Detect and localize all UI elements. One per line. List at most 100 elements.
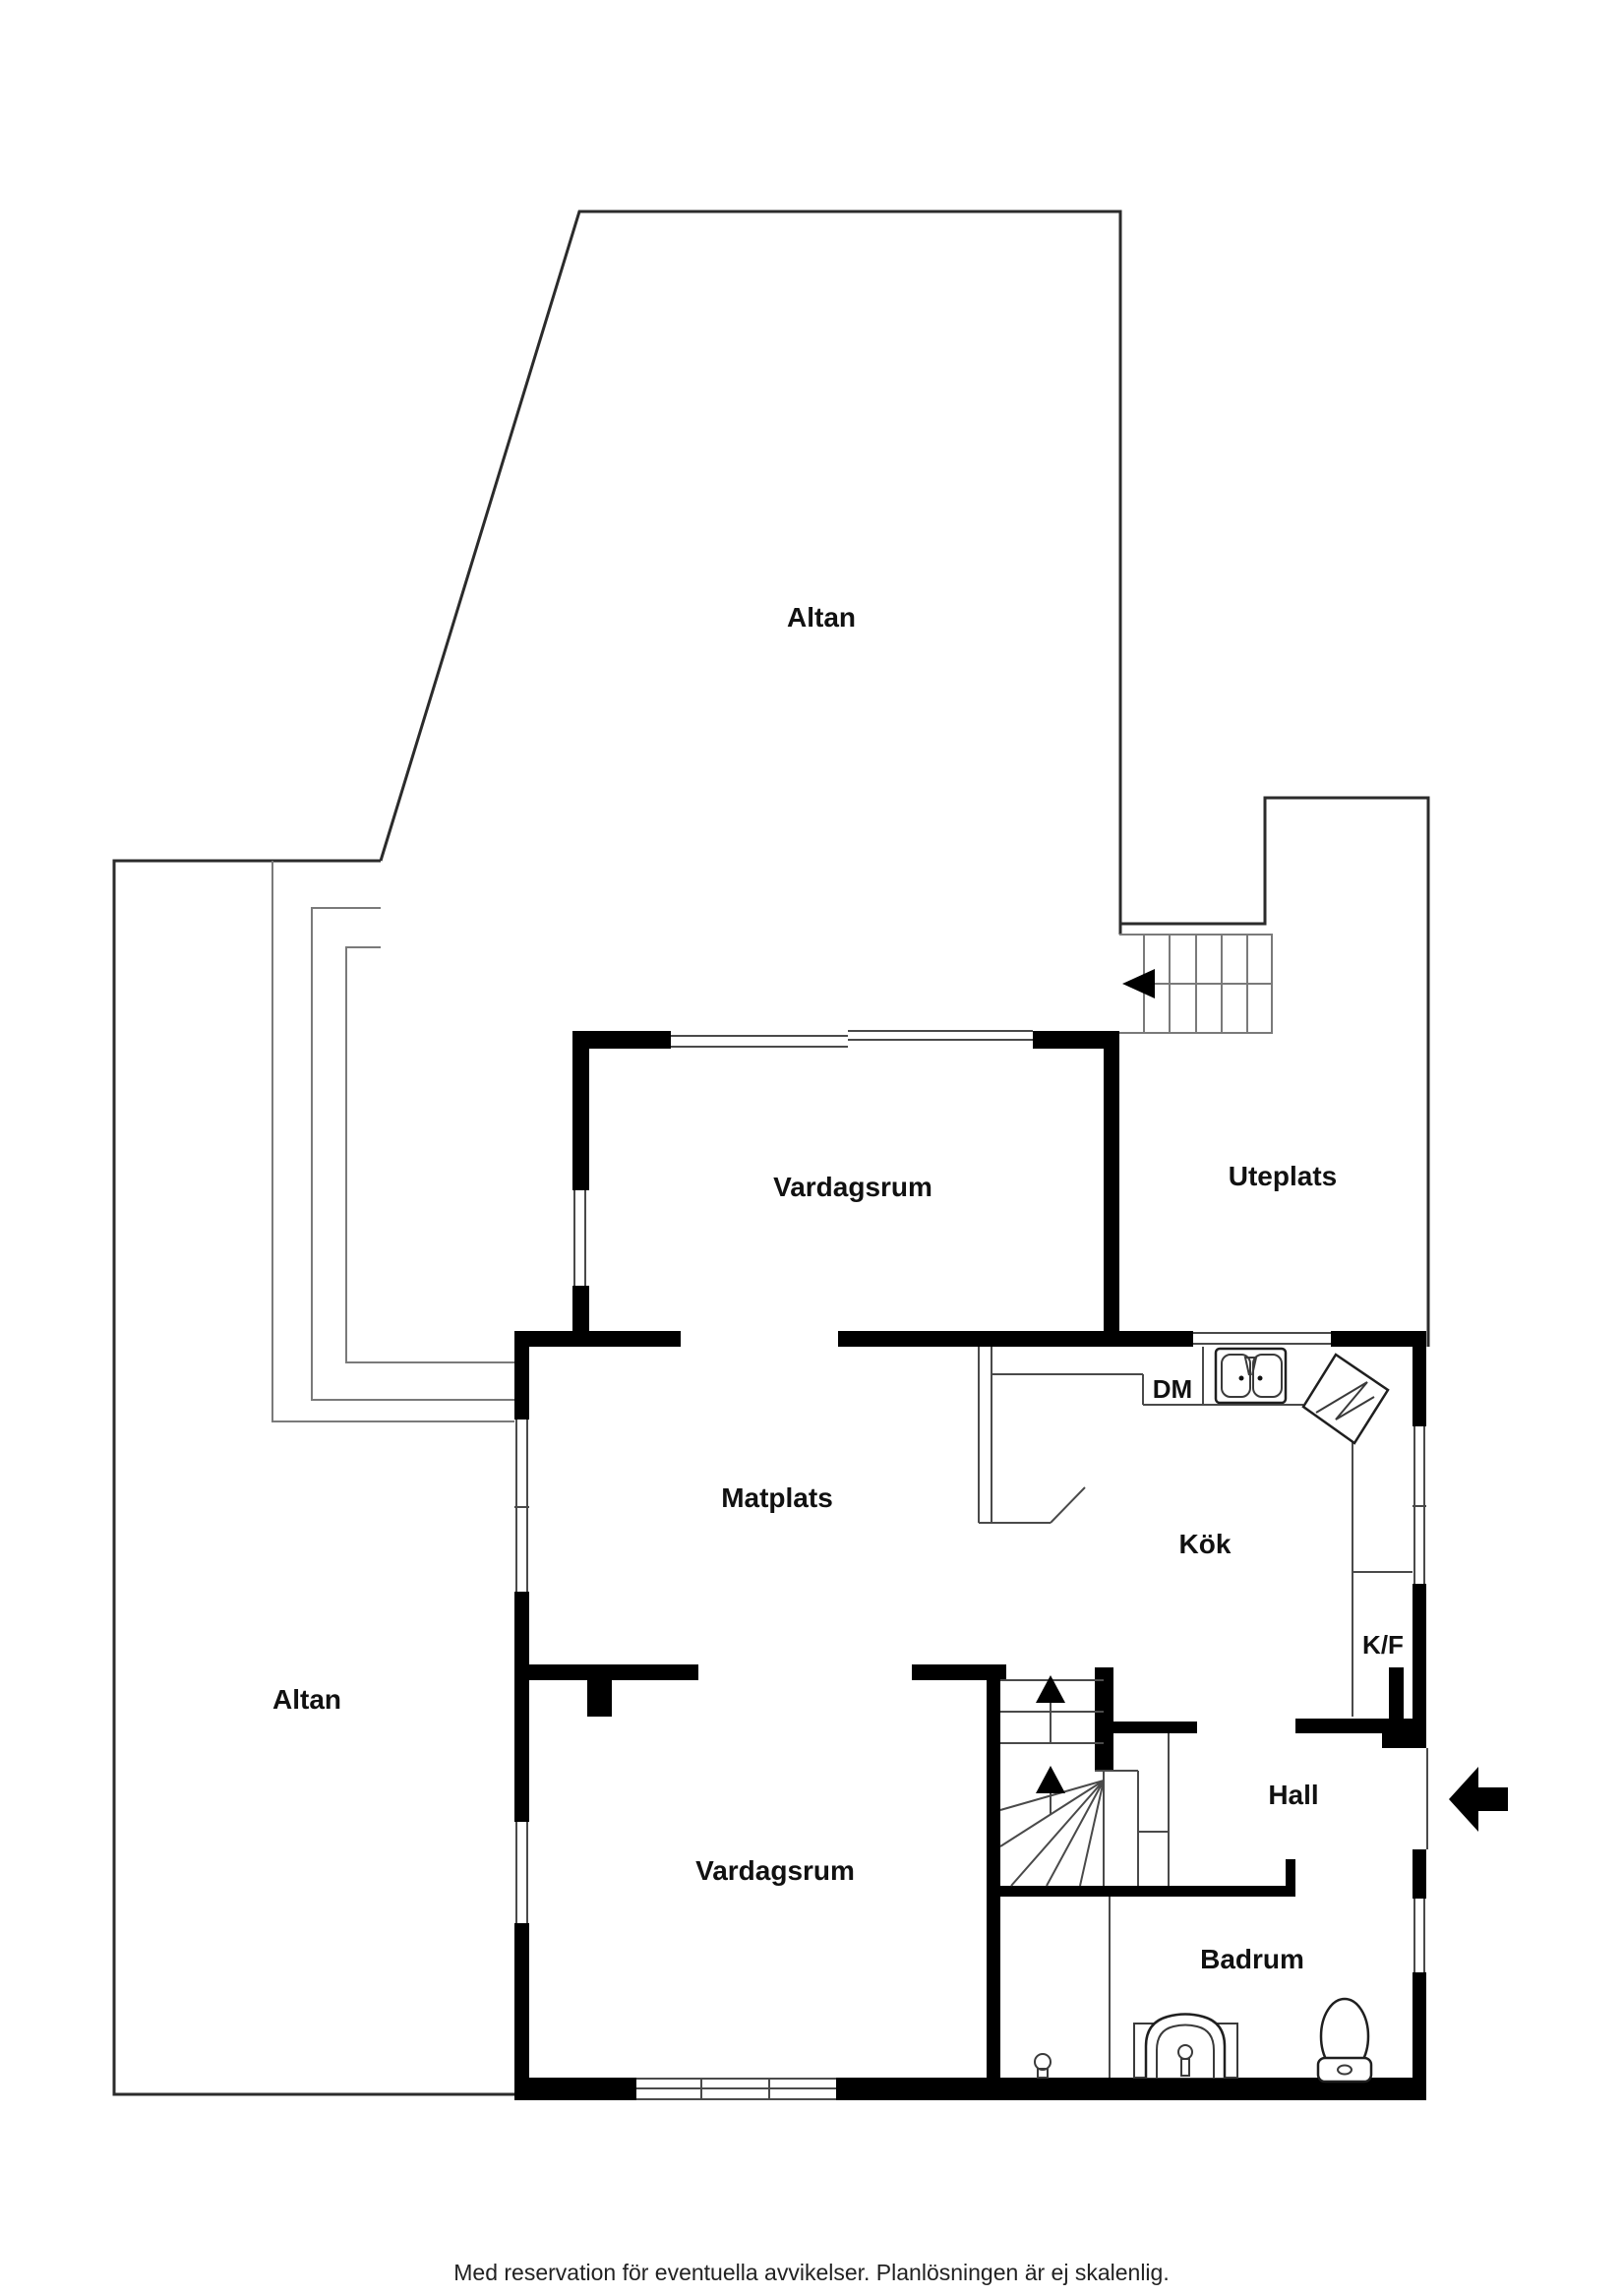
label-altan-left: Altan <box>272 1684 341 1715</box>
window-south-threepane <box>636 2078 836 2100</box>
footer-disclaimer: Med reservation för eventuella avvikelse… <box>453 2260 1169 2285</box>
wall-segment <box>1033 1031 1119 1049</box>
kitchen-halfwall <box>978 1347 1086 1524</box>
labels: Altan Uteplats Vardagsrum Matplats Kök D… <box>272 602 1404 2285</box>
wall-segment <box>1104 1049 1119 1336</box>
toilet-tank <box>1316 2056 1373 2084</box>
wall-segment <box>514 2078 636 2100</box>
floor-drain-icon <box>1034 2053 1052 2079</box>
entry <box>1426 1748 1508 1849</box>
window-west-lower <box>515 1822 528 1923</box>
sink-bowl-right <box>1252 1354 1283 1398</box>
window-lines <box>514 1420 529 1508</box>
deck-step-line-1 <box>271 861 514 1422</box>
wall-segment <box>1331 1331 1426 1347</box>
sink-dot <box>1257 1375 1263 1381</box>
deck-step-line-2 <box>311 907 514 1401</box>
wall-segment <box>1413 1849 1426 1899</box>
windows <box>514 1028 1426 2100</box>
altan-left-outline <box>112 859 514 2096</box>
altan-top-bottom-edge <box>1120 796 1430 1347</box>
toilet-button <box>1337 2064 1352 2076</box>
entry-arrow-icon <box>1449 1767 1508 1832</box>
window-lines <box>515 1822 528 1923</box>
wall-segment <box>1389 1667 1404 1733</box>
drain-head <box>1034 2053 1052 2071</box>
wall-segment <box>987 1679 1000 2078</box>
corner-unit-icon <box>1301 1353 1390 1445</box>
wall-segment <box>572 1286 589 1346</box>
toilet-icon <box>1316 1997 1373 2084</box>
label-hall: Hall <box>1268 1780 1318 1810</box>
label-dm: DM <box>1153 1374 1192 1404</box>
label-vardagsrum-upper: Vardagsrum <box>773 1172 932 1202</box>
basin-faucet-stem <box>1180 2058 1190 2077</box>
window-lines <box>1193 1332 1331 1345</box>
stairs-up-arrow-icon <box>1036 1675 1065 1703</box>
wall-segment <box>1413 1584 1426 1719</box>
wall-segment <box>572 1031 671 1049</box>
wall-segment <box>1286 1859 1295 1897</box>
stairs-winder-rays <box>999 1780 1105 1887</box>
main-stairs <box>999 1675 1170 1887</box>
wall-segment <box>1295 1719 1426 1733</box>
window-lines <box>515 1508 528 1592</box>
washbasin-icon <box>1133 2013 1238 2079</box>
window-east-badrum <box>1413 1899 1425 1972</box>
window-north-left <box>671 1033 848 1049</box>
window-lines <box>671 1035 848 1048</box>
wall-segment <box>514 1664 698 1680</box>
window-west-upper <box>573 1190 586 1286</box>
kitchen-counter-east <box>1352 1441 1413 1573</box>
wall-segment <box>514 1923 529 2078</box>
stairs-up-arrow-icon <box>1036 1766 1065 1793</box>
bathroom-fixtures <box>1034 1897 1373 2084</box>
label-altan-top: Altan <box>787 602 856 633</box>
window-east-kitchen-2 <box>1413 1507 1425 1584</box>
window-west-mid-2 <box>515 1508 528 1592</box>
wall-segment <box>987 1886 1286 1897</box>
window-lines <box>1413 1426 1426 1507</box>
window-lines <box>848 1030 1033 1041</box>
drain-stem <box>1037 2068 1049 2079</box>
sink-faucet <box>1243 1357 1258 1376</box>
label-kf: K/F <box>1362 1630 1404 1660</box>
window-kitchen-north <box>1193 1331 1331 1347</box>
stairs-right-grid <box>1095 1733 1170 1886</box>
window-lines <box>1413 1899 1425 1972</box>
wall-segment <box>514 1592 529 1664</box>
wall-segment <box>1113 1722 1197 1733</box>
kitchen-fittings <box>978 1347 1413 1717</box>
wall-segment <box>514 1331 529 1420</box>
sink-dot <box>1238 1375 1244 1381</box>
label-badrum: Badrum <box>1200 1944 1304 1974</box>
label-kok: Kök <box>1179 1529 1232 1559</box>
wall-segment <box>1413 1336 1426 1426</box>
corner-unit-zigzag <box>1315 1381 1375 1420</box>
window-lines <box>573 1190 586 1286</box>
terrace-stairs-arrow-icon <box>1122 969 1155 998</box>
outdoor-outlines <box>112 210 1430 2096</box>
label-vardagsrum-lower: Vardagsrum <box>695 1855 855 1886</box>
label-uteplats: Uteplats <box>1229 1161 1337 1191</box>
sink-bowl-left <box>1221 1354 1251 1398</box>
altan-top-outline <box>379 210 1122 935</box>
deck-step-line-3 <box>345 946 514 1363</box>
wall-segment <box>587 1680 612 1717</box>
wall-segment <box>1095 1667 1113 1771</box>
wall-segment <box>514 1664 529 1822</box>
wall-segment <box>912 1664 1006 1680</box>
basin-inner <box>1156 2024 1215 2078</box>
wall-segment <box>514 1331 681 1347</box>
kitchen-counter-edge <box>992 1347 1303 1406</box>
window-north-right <box>848 1028 1033 1042</box>
wall-segment <box>572 1031 589 1190</box>
kitchen-sink-icon <box>1214 1347 1288 1405</box>
window-east-kitchen-1 <box>1413 1426 1426 1507</box>
label-matplats: Matplats <box>721 1482 833 1513</box>
window-lines <box>1413 1507 1425 1584</box>
window-frame <box>636 2078 836 2100</box>
terrace-stairs <box>1119 934 1273 1034</box>
